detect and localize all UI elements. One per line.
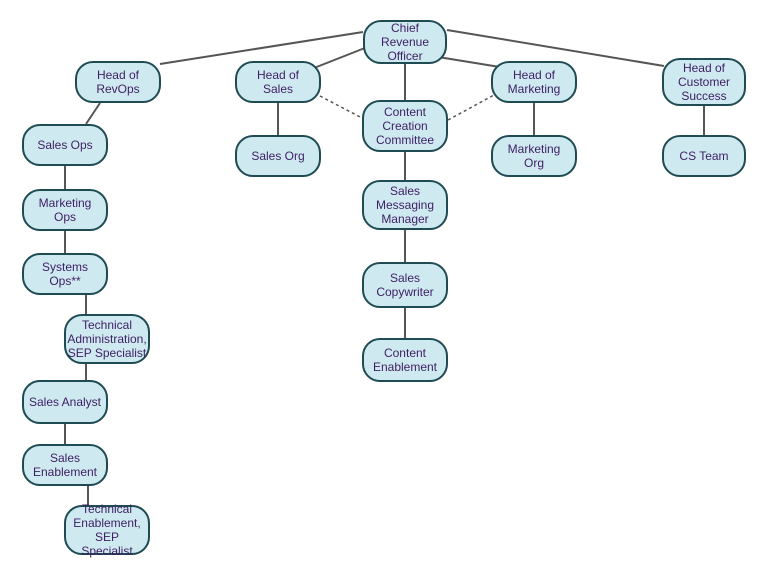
node-cs-team[interactable]: CS Team	[662, 135, 746, 177]
node-sales-messaging-manager[interactable]: Sales Messaging Manager	[362, 180, 448, 230]
node-label: Sales Analyst	[28, 395, 102, 409]
node-label: Head of Customer Success	[677, 61, 730, 103]
node-sales-ops[interactable]: Sales Ops	[22, 124, 108, 166]
node-label: Sales Copywriter	[376, 271, 434, 299]
node-marketing-ops[interactable]: Marketing Ops	[22, 189, 108, 231]
link-cro-marketing	[431, 55, 507, 69]
node-systems-ops[interactable]: Systems Ops**	[22, 253, 108, 295]
node-label: Sales Enablement	[32, 451, 98, 479]
node-label: Content Creation Committee	[375, 105, 434, 147]
node-chief-revenue-officer[interactable]: Chief Revenue Officer	[363, 20, 447, 64]
node-label: Head of Marketing	[507, 68, 561, 96]
link-cro-revops	[159, 31, 364, 65]
node-label: Technical Enablement, SEP Specialist	[73, 502, 141, 558]
link-committee-marketing	[447, 94, 495, 121]
node-label: Systems Ops**	[41, 260, 88, 288]
node-marketing-org[interactable]: Marketing Org	[491, 135, 577, 177]
node-content-creation-committee[interactable]: Content Creation Committee	[362, 100, 448, 152]
node-label: Chief Revenue Officer	[380, 21, 430, 63]
node-sales-copywriter[interactable]: Sales Copywriter	[362, 262, 448, 308]
link-sales-committee	[319, 95, 363, 119]
node-label: CS Team	[679, 149, 729, 163]
node-label: Sales Ops	[37, 138, 93, 152]
node-sales-org[interactable]: Sales Org	[235, 135, 321, 177]
node-head-of-revops[interactable]: Head of RevOps	[75, 61, 161, 103]
node-label: Head of Sales	[256, 68, 300, 96]
node-label: Sales Org	[251, 149, 305, 163]
node-label: Head of RevOps	[96, 68, 140, 96]
node-head-of-sales[interactable]: Head of Sales	[235, 61, 321, 103]
link-cro-cs	[446, 29, 665, 67]
link-revops-salesops	[85, 102, 101, 125]
node-technical-administration[interactable]: Technical Administration, SEP Specialist	[64, 314, 150, 364]
node-label: Marketing Ops	[38, 196, 92, 224]
node-label: Marketing Org	[507, 142, 561, 170]
node-sales-enablement[interactable]: Sales Enablement	[22, 444, 108, 486]
node-head-of-customer-success[interactable]: Head of Customer Success	[662, 58, 746, 106]
node-label: Sales Messaging Manager	[375, 184, 435, 226]
node-content-enablement[interactable]: Content Enablement	[362, 338, 448, 382]
node-technical-enablement[interactable]: Technical Enablement, SEP Specialist	[64, 502, 150, 558]
node-label: Technical Administration, SEP Specialist	[67, 318, 147, 360]
node-head-of-marketing[interactable]: Head of Marketing	[491, 61, 577, 103]
node-sales-analyst[interactable]: Sales Analyst	[22, 380, 108, 424]
node-label: Content Enablement	[372, 346, 438, 374]
